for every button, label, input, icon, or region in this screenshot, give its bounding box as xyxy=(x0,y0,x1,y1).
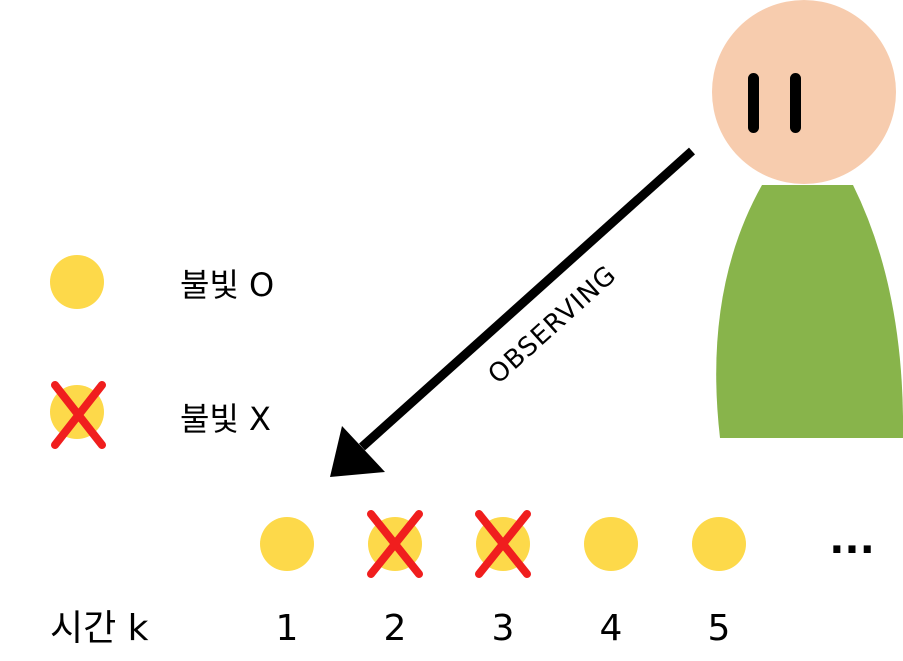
observing-arrow: OBSERVING xyxy=(330,147,696,477)
arrow-shaft xyxy=(358,147,696,451)
timeline-step: 5 xyxy=(692,517,746,649)
cross-icon xyxy=(475,510,531,578)
timeline-step: 2 xyxy=(367,510,423,649)
timeline-step: 3 xyxy=(475,510,531,649)
observer-left-eye xyxy=(748,73,759,133)
legend-light-on: 불빛 O xyxy=(50,255,274,309)
time-step-label: 4 xyxy=(600,608,623,649)
legend-cross-icon xyxy=(51,381,106,449)
cross-icon xyxy=(367,510,423,578)
arrow-head xyxy=(330,426,385,477)
timeline-step: 4 xyxy=(584,517,638,649)
light-bulb xyxy=(260,517,314,571)
observer-right-eye xyxy=(790,73,801,133)
time-step-label: 3 xyxy=(492,608,515,649)
legend: 불빛 O 불빛 X xyxy=(50,255,274,449)
time-step-label: 2 xyxy=(384,608,407,649)
legend-light-off: 불빛 X xyxy=(50,381,271,449)
light-bulb xyxy=(692,517,746,571)
legend-light-on-bulb xyxy=(50,255,104,309)
timeline-ellipsis: ... xyxy=(829,517,875,563)
timeline-step: 1 xyxy=(260,517,314,649)
legend-light-off-label: 불빛 X xyxy=(180,400,271,438)
time-step-label: 5 xyxy=(708,608,731,649)
light-bulb xyxy=(584,517,638,571)
time-axis-label: 시간 k xyxy=(50,608,149,649)
observer-person xyxy=(712,0,903,438)
timeline: 시간 k ... 1 2 3 4 5 xyxy=(50,510,875,649)
time-step-label: 1 xyxy=(276,608,299,649)
legend-light-on-label: 불빛 O xyxy=(180,266,274,304)
observer-head xyxy=(712,0,896,184)
observer-body xyxy=(716,185,903,438)
